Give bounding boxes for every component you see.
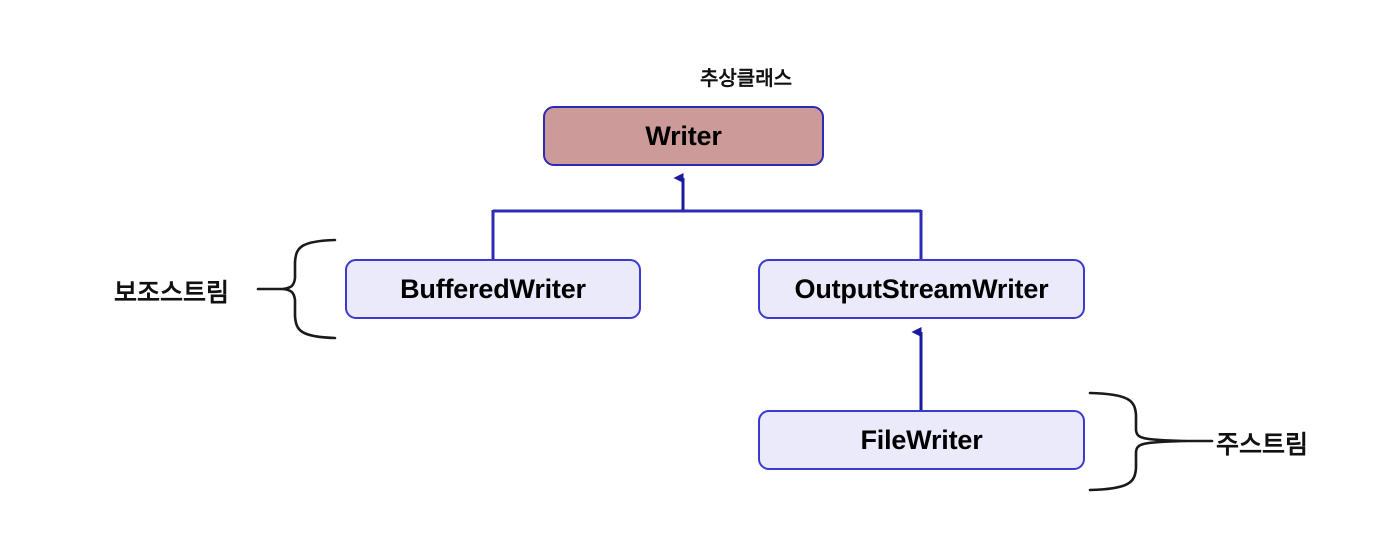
class-box-file-writer[interactable]: FileWriter: [758, 410, 1085, 470]
class-box-buffered-writer[interactable]: BufferedWriter: [345, 259, 641, 319]
class-box-writer[interactable]: Writer: [543, 106, 824, 166]
group-label-auxiliary-stream: 보조스트림: [114, 279, 230, 307]
group-label-main-stream: 주스트림: [1216, 431, 1309, 459]
class-label-output-stream-writer: OutputStreamWriter: [794, 273, 1049, 304]
class-label-buffered-writer: BufferedWriter: [400, 273, 586, 304]
class-box-output-stream-writer[interactable]: OutputStreamWriter: [758, 259, 1085, 319]
class-label-writer: Writer: [645, 120, 722, 151]
right-brace: [1088, 391, 1186, 492]
left-brace: [282, 238, 337, 340]
abstract-class-annotation: 추상클래스: [700, 68, 792, 90]
class-label-file-writer: FileWriter: [860, 424, 983, 455]
